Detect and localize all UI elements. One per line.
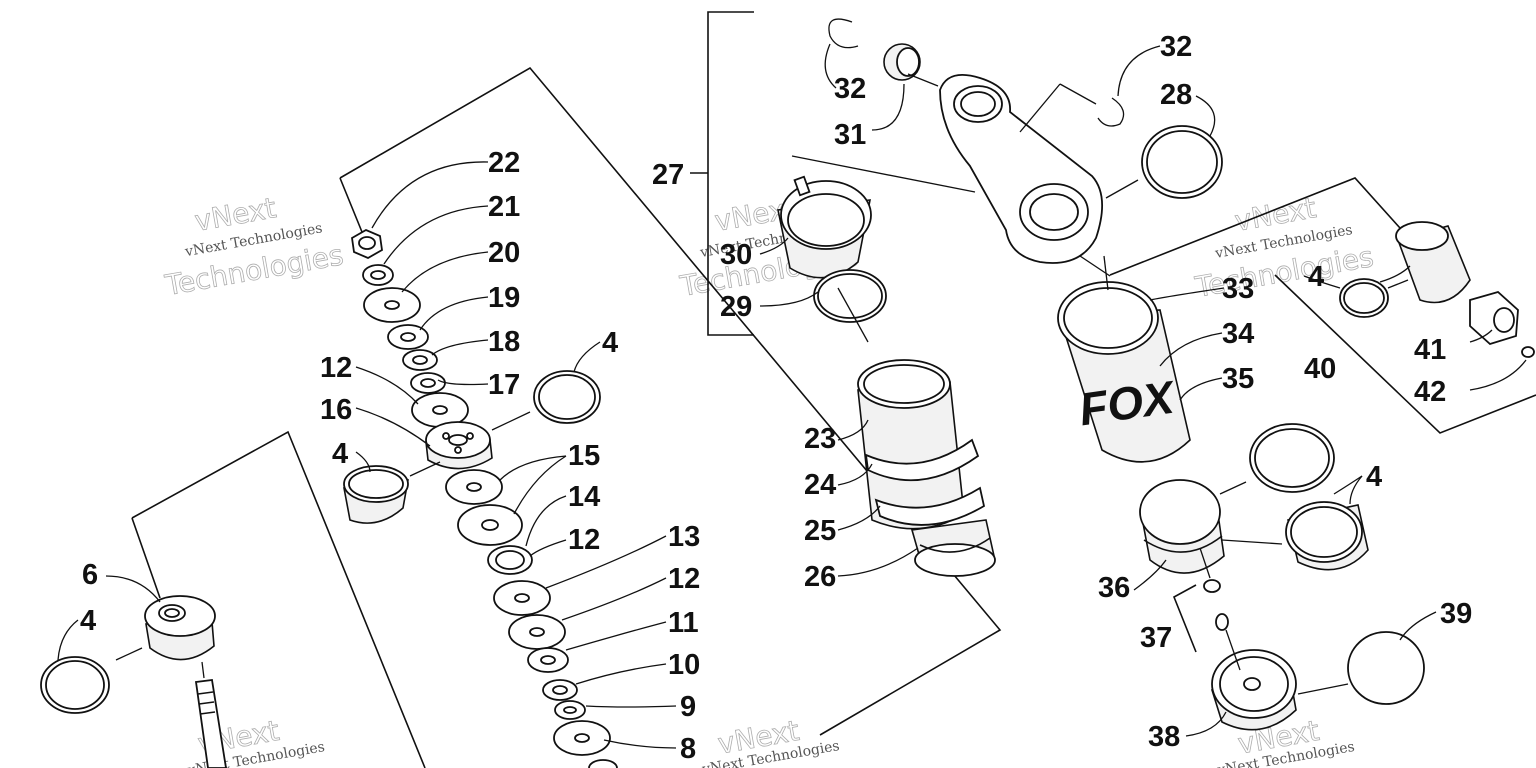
label-32-b: 32 xyxy=(1160,31,1192,63)
part-30-reservoir-cap xyxy=(777,175,872,279)
part-22-nut xyxy=(351,228,383,260)
part-16-piston xyxy=(425,421,493,470)
part-13-shim xyxy=(493,580,551,616)
part-12-shim-mid xyxy=(487,545,533,575)
part-28-oring xyxy=(1141,125,1223,199)
label-10: 10 xyxy=(668,649,700,681)
label-4-c: 4 xyxy=(80,605,96,637)
label-4-a: 4 xyxy=(602,327,618,359)
label-37: 37 xyxy=(1140,622,1172,654)
label-15: 15 xyxy=(568,440,600,472)
label-39: 39 xyxy=(1440,598,1472,630)
label-28: 28 xyxy=(1160,79,1192,111)
label-31: 31 xyxy=(834,119,866,151)
part-15-shims xyxy=(445,469,523,546)
label-32-a: 32 xyxy=(834,73,866,105)
label-4-d: 4 xyxy=(1308,261,1324,293)
label-9: 9 xyxy=(680,691,696,723)
part-10-shim xyxy=(542,679,578,701)
label-26: 26 xyxy=(804,561,836,593)
part-27-eyelet-body xyxy=(939,74,1104,264)
label-14: 14 xyxy=(568,481,600,513)
label-25: 25 xyxy=(804,515,836,547)
label-8: 8 xyxy=(680,733,696,765)
label-24: 24 xyxy=(804,469,836,501)
part-8-shim xyxy=(553,720,618,768)
label-34: 34 xyxy=(1222,318,1254,350)
callout-labels: 22 21 20 19 18 17 12 16 4 4 15 14 12 13 … xyxy=(80,31,1472,765)
part-42-screw xyxy=(1521,346,1535,358)
label-13: 13 xyxy=(668,521,700,553)
part-32-clip-left xyxy=(828,18,859,49)
label-38: 38 xyxy=(1148,721,1180,753)
label-18: 18 xyxy=(488,326,520,358)
part-17-shim xyxy=(410,372,446,394)
part-26-seal-piston xyxy=(910,519,996,577)
label-41: 41 xyxy=(1414,334,1446,366)
part-36-ifp xyxy=(1139,479,1225,574)
part-18-shim xyxy=(402,349,438,371)
part-4-oring-right-upper xyxy=(1249,423,1335,493)
label-33: 33 xyxy=(1222,273,1254,305)
label-23: 23 xyxy=(804,423,836,455)
label-16: 16 xyxy=(320,394,352,426)
part-20-shim xyxy=(363,287,421,323)
part-37-valve-core xyxy=(1203,579,1229,631)
part-31-bushing xyxy=(883,43,921,81)
part-9-shim xyxy=(554,700,586,720)
label-21: 21 xyxy=(488,191,520,223)
shaft-rod xyxy=(194,678,227,768)
part-12-shim-low xyxy=(508,614,566,650)
label-30: 30 xyxy=(720,239,752,271)
label-22: 22 xyxy=(488,147,520,179)
part-40-valve-assembly xyxy=(1395,221,1471,304)
label-20: 20 xyxy=(488,237,520,269)
watermark-bottom-center: vNext vNext Technologies xyxy=(700,714,841,768)
part-4-band-left xyxy=(343,465,409,524)
label-11: 11 xyxy=(668,607,699,639)
label-6: 6 xyxy=(82,559,98,591)
part-41-knob xyxy=(1469,290,1519,346)
label-42: 42 xyxy=(1414,376,1446,408)
bracket-lines xyxy=(131,11,1536,768)
part-29-oring xyxy=(813,269,887,323)
part-39-ring xyxy=(1347,631,1425,705)
watermark-top-left: vNext vNext Technologies Technologies xyxy=(162,191,347,303)
part-4-oring-upper-stack xyxy=(533,370,601,424)
part-11-shim xyxy=(527,647,569,673)
label-29: 29 xyxy=(720,291,752,323)
part-4-band-right xyxy=(1285,501,1369,571)
part-4-oring-lower-left xyxy=(40,656,110,714)
label-4-b: 4 xyxy=(332,438,348,470)
label-17: 17 xyxy=(488,369,520,401)
part-38-end-cap xyxy=(1210,649,1297,731)
part-6-bearing-cap xyxy=(144,595,216,661)
label-12-c: 12 xyxy=(668,563,700,595)
label-4-e: 4 xyxy=(1366,461,1382,493)
part-32-clip-right xyxy=(1097,97,1125,127)
label-19: 19 xyxy=(488,282,520,314)
label-36: 36 xyxy=(1098,572,1130,604)
label-40: 40 xyxy=(1304,353,1336,385)
leader-lines xyxy=(57,43,1527,749)
label-27: 27 xyxy=(652,159,684,191)
label-35: 35 xyxy=(1222,363,1254,395)
part-4-oring-valve xyxy=(1339,278,1389,318)
part-21-washer xyxy=(362,264,394,286)
label-12-b: 12 xyxy=(568,524,600,556)
part-23-air-piston xyxy=(857,359,986,530)
part-33-air-can: FOX xyxy=(1057,281,1191,463)
part-19-shim xyxy=(387,324,429,350)
label-12-a: 12 xyxy=(320,352,352,384)
